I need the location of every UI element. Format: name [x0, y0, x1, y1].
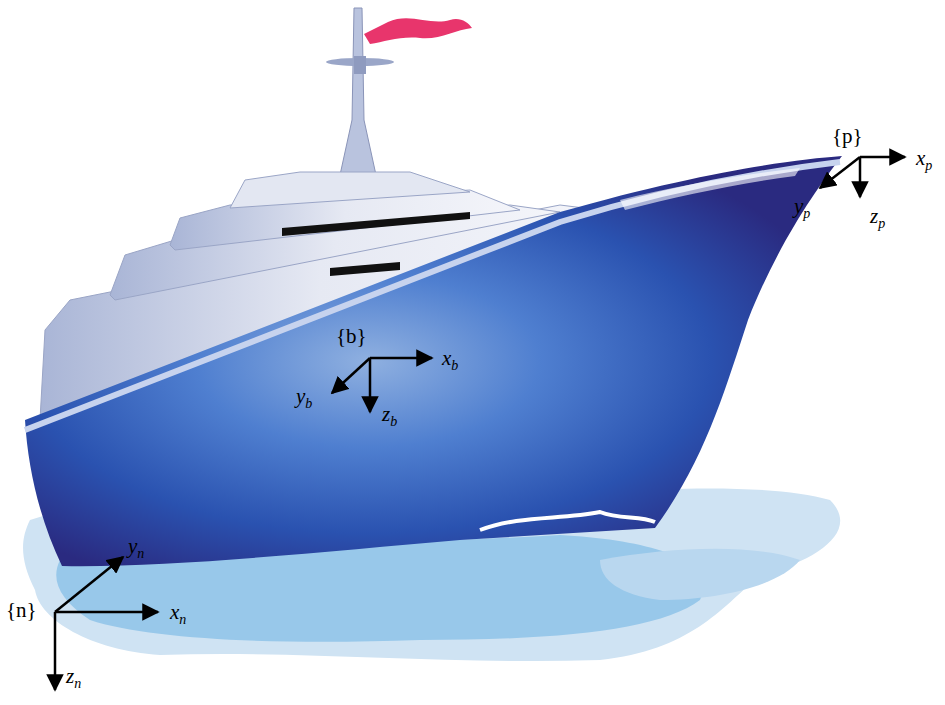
- axis-label: zn: [66, 666, 81, 687]
- frame-axes: [55, 157, 905, 690]
- axis-label: xp: [916, 148, 932, 169]
- axis-label: yb: [296, 386, 312, 407]
- mast: [326, 8, 472, 175]
- axis-label: xn: [170, 602, 186, 623]
- hull: [25, 156, 842, 566]
- frame-name: {n}: [6, 600, 37, 621]
- axis-label: zp: [870, 206, 885, 227]
- axis-label: yn: [128, 536, 144, 557]
- axis-label: xb: [442, 348, 458, 369]
- axis-label: zb: [382, 404, 397, 425]
- frame-name: {b}: [336, 326, 367, 347]
- frame-name: {p}: [832, 126, 863, 147]
- axis-label: yp: [794, 196, 810, 217]
